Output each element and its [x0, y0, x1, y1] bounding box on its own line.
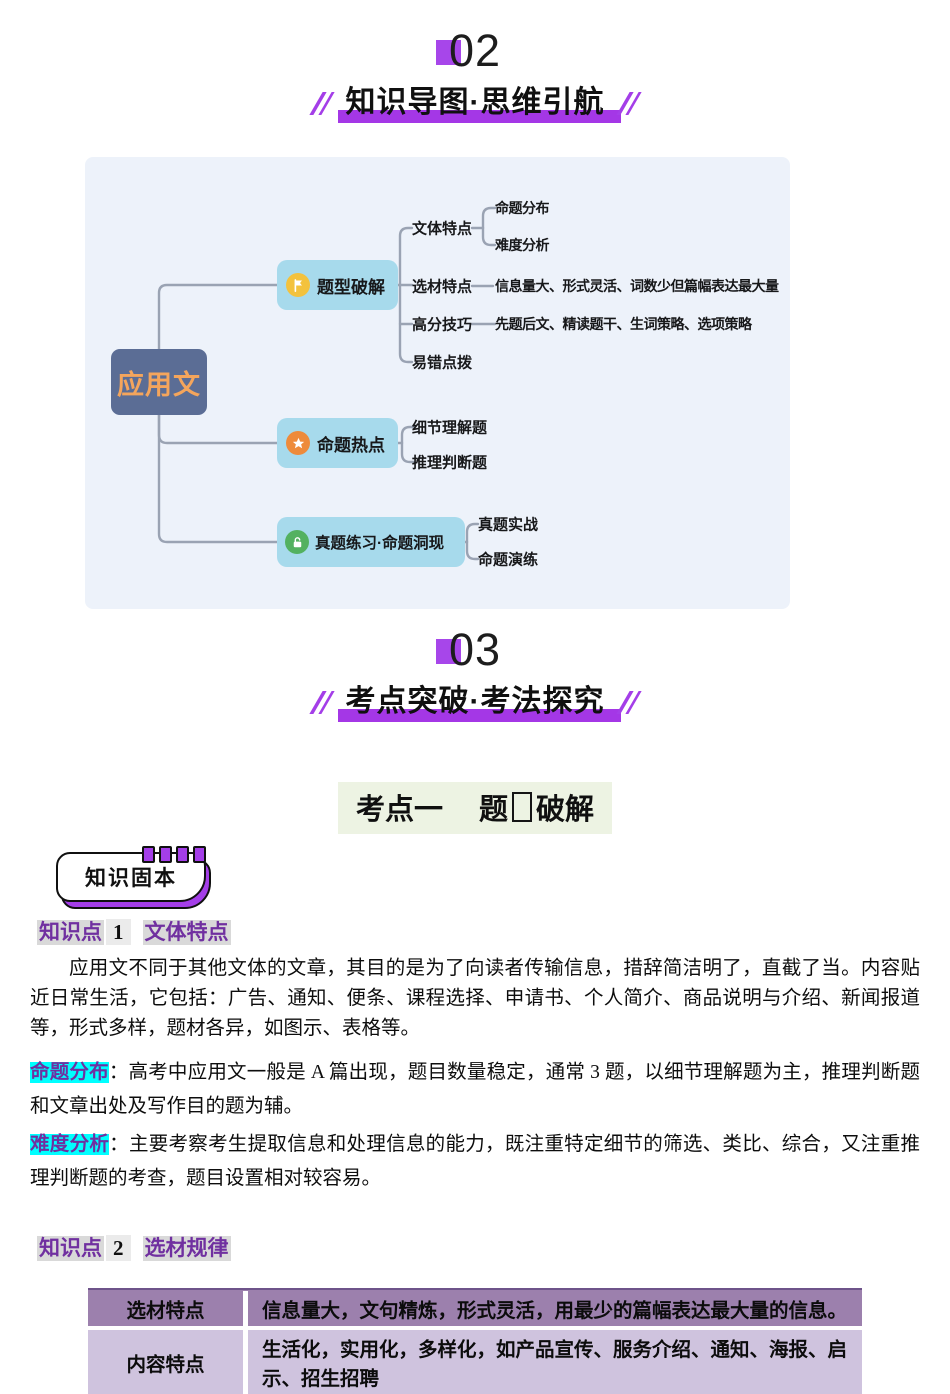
kp-title: 选材规律	[142, 1236, 231, 1261]
purple-square-icon	[435, 40, 461, 65]
section-03-number: 03	[435, 624, 502, 675]
section-03-title-wrap: 考点突破·考法探究	[337, 676, 621, 722]
section-02-title-row: 知识导图·思维引航	[0, 77, 950, 123]
mindmap-node-高分技巧: 高分技巧	[412, 316, 473, 334]
mindmap-node-易错点拨: 易错点拨	[412, 354, 473, 372]
material-features-table: 选材特点 信息量大，文句精炼，形式灵活，用最少的篇幅表达最大量的信息。 内容特点…	[88, 1288, 862, 1394]
kp-tag: 知识点	[37, 1236, 104, 1261]
exam-point-title-start: 题	[478, 794, 508, 826]
mindmap-connectors	[157, 206, 497, 561]
mindmap-root-node: 应用文	[111, 349, 207, 415]
mindmap-panel: 应用文 题型破解 命题热点 真题练习·命题洞现 文体特点 选材特点 高分技巧 易…	[85, 157, 790, 609]
section-03-title: 考点突破·考法探究	[345, 685, 605, 718]
colon: ：	[108, 1062, 129, 1083]
section-03-title-row: 考点突破·考法探究	[0, 676, 950, 722]
section-number-text: 03	[448, 624, 502, 675]
mindmap-node-文体特点: 文体特点	[412, 220, 473, 238]
mindmap-node-高分技巧-detail: 先题后文、精读题干、生词策略、选项策略	[495, 316, 752, 332]
section-03-header: 03 考点突破·考法探究	[0, 624, 950, 722]
intro-paragraph: 应用文不同于其他文体的文章，其目的是为了向读者传输信息，措辞简洁明了，直截了当。…	[30, 958, 920, 1039]
section-02-title-wrap: 知识导图·思维引航	[337, 77, 621, 123]
branch-label: 命题热点	[317, 435, 385, 455]
table-row-header: 内容特点	[126, 1354, 205, 1376]
double-slash-icon	[615, 91, 642, 115]
double-slash-icon	[308, 690, 335, 714]
mindmap-node-命题演练: 命题演练	[478, 551, 539, 569]
section-02-title: 知识导图·思维引航	[345, 86, 605, 119]
colon: ：	[109, 1134, 129, 1155]
mingti-text: 高考中应用文一般是 A 篇出现，题目数量稳定，通常 3 题，以细节理解题为主，推…	[30, 1062, 920, 1117]
mindmap-branch-question-types: 题型破解	[277, 260, 398, 310]
table-row: 内容特点 生活化，实用化，多样化，如产品宣传、服务介绍、通知、海报、启示、招生招…	[88, 1330, 862, 1394]
mindmap-node-细节理解题: 细节理解题	[412, 419, 488, 437]
branch-label: 题型破解	[317, 277, 385, 297]
purple-underline-bar	[337, 709, 621, 722]
kp-tag: 知识点	[37, 920, 104, 945]
table-row-header: 选材特点	[126, 1300, 205, 1322]
double-slash-icon	[308, 91, 335, 115]
branch-label: 真题练习·命题洞现	[315, 535, 445, 552]
purple-square-icon	[435, 639, 461, 664]
mindmap-node-选材特点-detail: 信息量大、形式灵活、词数少但篇幅表达最大量	[495, 278, 779, 294]
exam-point-label: 考点一	[355, 794, 443, 826]
kp-number: 2	[106, 1235, 131, 1261]
table-row-body: 生活化，实用化，多样化，如产品宣传、服务介绍、通知、海报、启示、招生招聘	[243, 1330, 862, 1394]
flag-icon	[286, 273, 310, 297]
nandu-label: 难度分析	[30, 1134, 110, 1155]
star-icon	[286, 431, 310, 455]
mindmap-node-真题实战: 真题实战	[478, 516, 539, 534]
mingti-paragraph: 命题分布：高考中应用文一般是 A 篇出现，题目数量稳定，通常 3 题，以细节理解…	[30, 1056, 920, 1124]
kp-title: 文体特点	[142, 920, 231, 945]
mindmap-node-难度分析: 难度分析	[495, 237, 550, 253]
mingti-label: 命题分布	[30, 1062, 109, 1083]
double-slash-icon	[615, 690, 642, 714]
table-row-body: 信息量大，文句精炼，形式灵活，用最少的篇幅表达最大量的信息。	[243, 1290, 862, 1326]
lock-icon	[285, 530, 309, 554]
nandu-text: 主要考察考生提取信息和处理信息的能力，既注重特定细节的筛选、类比、综合，又注重推…	[30, 1134, 920, 1189]
badge-tab-squares	[142, 846, 206, 863]
mindmap-branch-hot-topics: 命题热点	[277, 418, 398, 468]
knowledge-base-badge: 知识固本	[56, 846, 211, 909]
document-page: 02 知识导图·思维引航	[0, 25, 950, 1394]
section-02-number: 02	[435, 25, 502, 76]
mindmap-branch-real-exam-practice: 真题练习·命题洞现	[277, 517, 465, 567]
purple-underline-bar	[337, 110, 621, 123]
mindmap-node-命题分布: 命题分布	[495, 200, 550, 216]
kp-number: 1	[106, 919, 131, 945]
mindmap-node-推理判断题: 推理判断题	[412, 454, 488, 472]
mindmap-node-选材特点: 选材特点	[412, 278, 473, 296]
section-number-text: 02	[448, 25, 502, 76]
badge-label: 知识固本	[56, 852, 206, 902]
table-row: 选材特点 信息量大，文句精炼，形式灵活，用最少的篇幅表达最大量的信息。	[88, 1288, 862, 1326]
section-02-header: 02 知识导图·思维引航	[0, 25, 950, 123]
exam-point-title-end: 破解	[536, 794, 595, 826]
exam-point-heading: 考点一 题 破解	[337, 782, 613, 834]
missing-glyph-box	[512, 792, 532, 822]
nandu-paragraph: 难度分析：主要考察考生提取信息和处理信息的能力，既注重特定细节的筛选、类比、综合…	[30, 1128, 920, 1196]
